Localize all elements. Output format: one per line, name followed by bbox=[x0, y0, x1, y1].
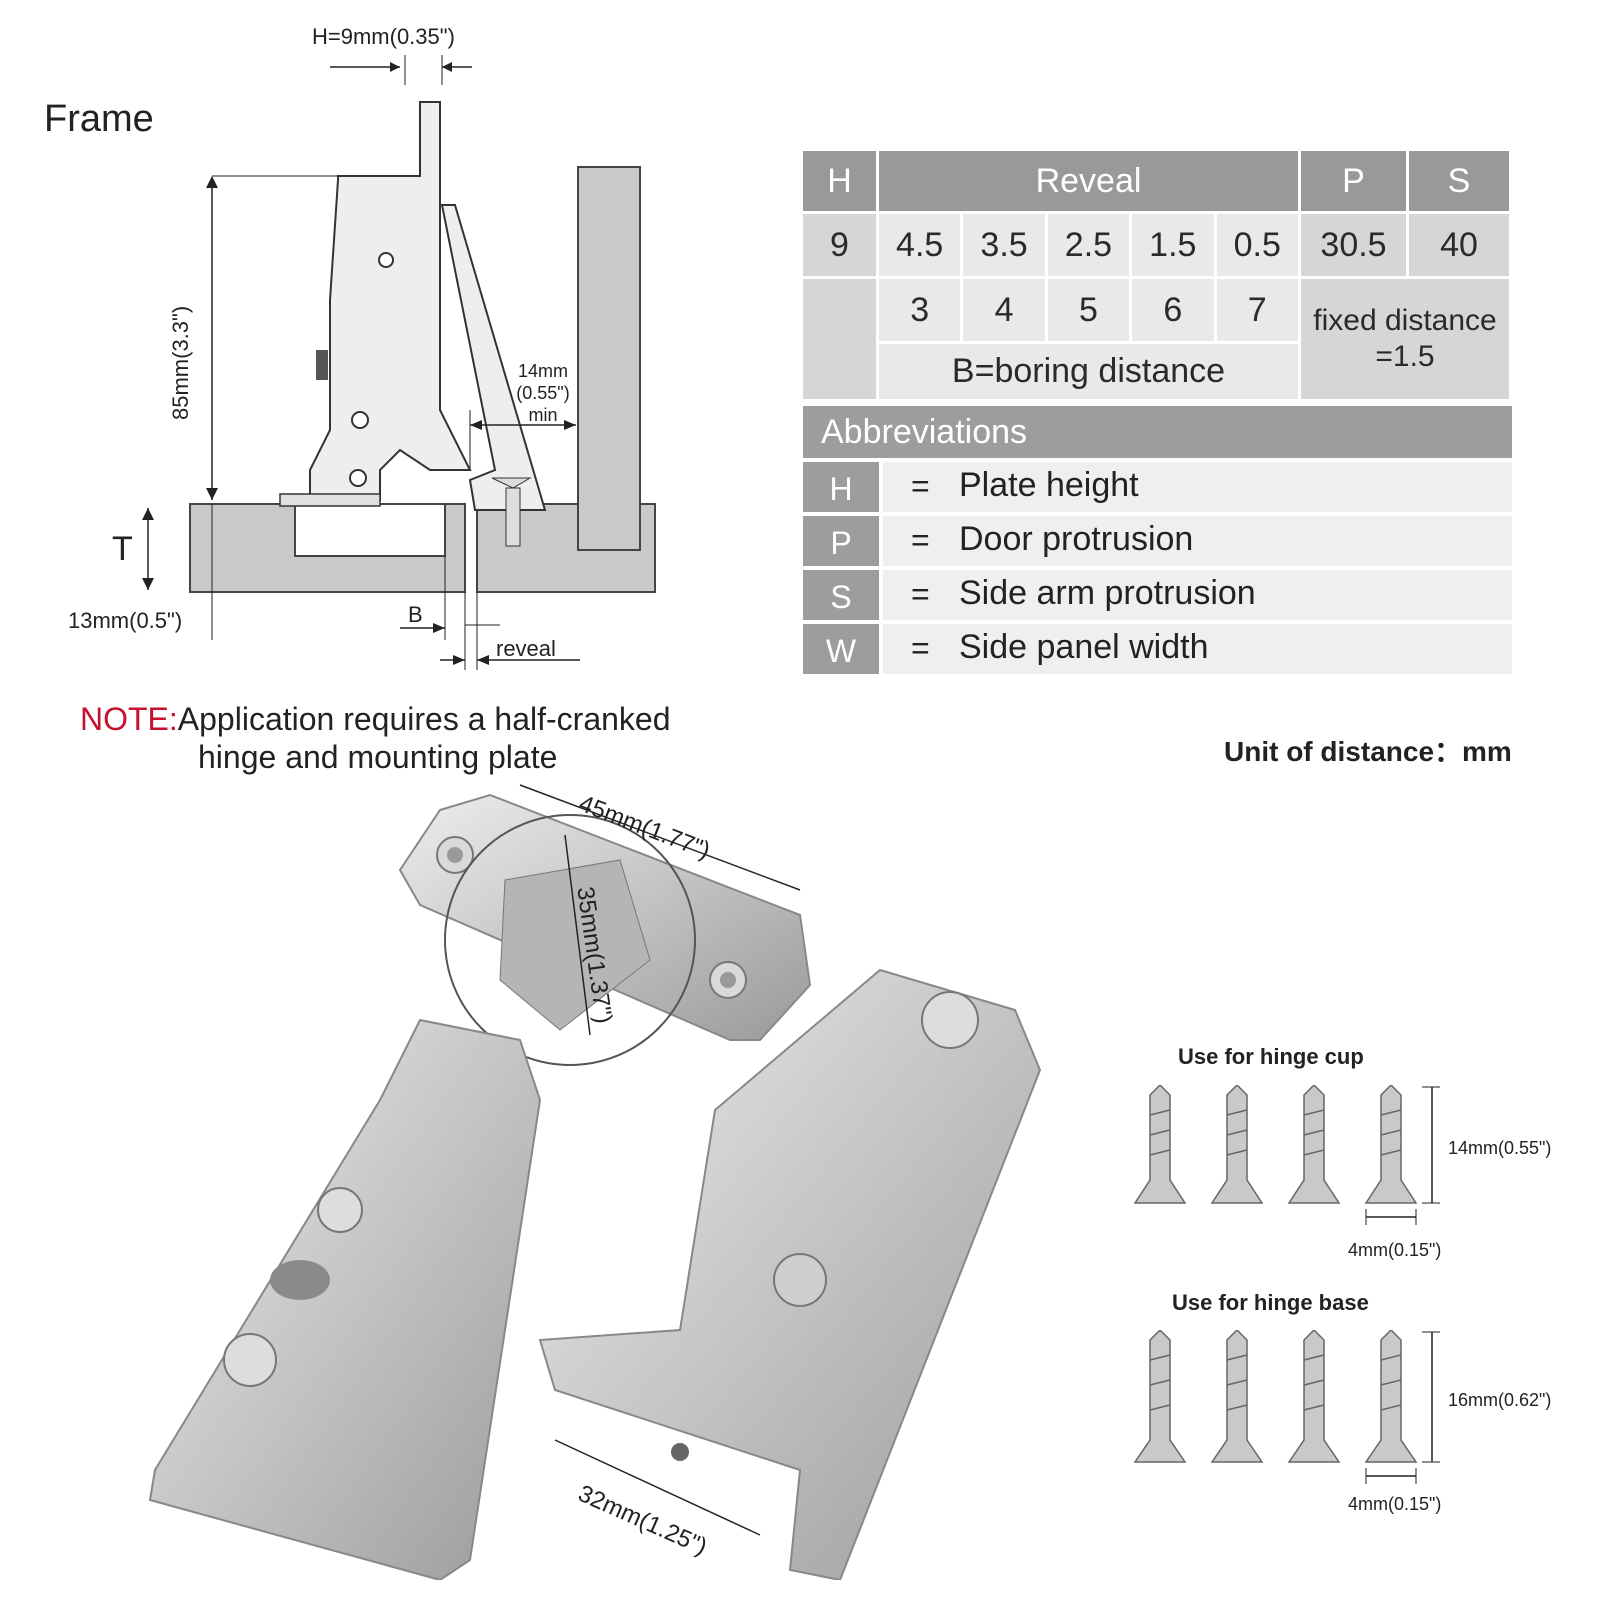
equals-sign: = bbox=[911, 576, 930, 612]
base-screw-width: 4mm(0.15") bbox=[1348, 1494, 1442, 1514]
screws-cup-title: Use for hinge cup bbox=[1178, 1044, 1364, 1069]
cup-screw-length: 14mm(0.55") bbox=[1448, 1138, 1552, 1158]
hinge-illustration bbox=[148, 784, 1042, 1580]
abbreviation-text: Door protrusion bbox=[959, 520, 1194, 558]
cell-boring: 7 bbox=[1216, 279, 1298, 341]
abbreviation-row: S = Side arm protrusion bbox=[803, 570, 1512, 620]
abbreviation-key: H bbox=[803, 462, 879, 512]
thickness-label: 13mm(0.5") bbox=[68, 608, 183, 633]
base-screw-length: 16mm(0.62") bbox=[1448, 1390, 1552, 1410]
reveal-label: reveal bbox=[496, 636, 556, 661]
cell-reveal: 2.5 bbox=[1047, 214, 1130, 276]
cell-reveal: 1.5 bbox=[1132, 214, 1214, 276]
installation-diagram bbox=[142, 55, 656, 670]
cell-boring: 3 bbox=[879, 279, 961, 341]
header-s: S bbox=[1409, 151, 1509, 211]
cell-reveal: 4.5 bbox=[879, 214, 961, 276]
abbreviation-key: P bbox=[803, 516, 879, 566]
abbreviation-row: W = Side panel width bbox=[803, 624, 1512, 674]
cell-boring-caption: B=boring distance bbox=[879, 344, 1298, 399]
equals-sign: = bbox=[911, 630, 930, 666]
base-screws bbox=[1133, 1330, 1440, 1484]
cell-boring: 6 bbox=[1132, 279, 1214, 341]
cell-reveal: 0.5 bbox=[1216, 214, 1298, 276]
abbreviation-text: Side panel width bbox=[959, 628, 1209, 666]
h-dimension-label: H=9mm(0.35") bbox=[312, 24, 455, 49]
equals-sign: = bbox=[911, 522, 930, 558]
note-prefix: NOTE: bbox=[80, 701, 178, 737]
header-reveal: Reveal bbox=[879, 151, 1298, 211]
cell-p-value: 30.5 bbox=[1301, 214, 1406, 276]
gap-label: 14mm(0.55")min bbox=[516, 361, 570, 425]
cell-boring: 5 bbox=[1047, 279, 1130, 341]
note-line1: Application requires a half-cranked bbox=[177, 701, 671, 737]
cell-reveal: 3.5 bbox=[963, 214, 1045, 276]
frame-label: Frame bbox=[44, 98, 154, 140]
cell-s-value: 40 bbox=[1409, 214, 1509, 276]
cell-boring: 4 bbox=[963, 279, 1045, 341]
spec-table: H Reveal P S 9 4.5 3.5 2.5 1.5 0.5 30.5 … bbox=[800, 148, 1512, 402]
abbreviation-row: H = Plate height bbox=[803, 462, 1512, 512]
abbreviation-key: W bbox=[803, 624, 879, 674]
cell-fixed-distance: fixed distance=1.5 bbox=[1301, 279, 1509, 399]
application-note: NOTE:Application requires a half-cranked… bbox=[80, 700, 671, 776]
unit-of-distance: Unit of distance：mm bbox=[1224, 736, 1512, 767]
t-label: T bbox=[112, 530, 133, 568]
abbreviation-text: Plate height bbox=[959, 466, 1139, 504]
cup-screws bbox=[1133, 1085, 1440, 1225]
cell-h-value: 9 bbox=[803, 214, 876, 276]
b-label: B bbox=[408, 602, 423, 627]
equals-sign: = bbox=[911, 468, 930, 504]
abbreviation-key: S bbox=[803, 570, 879, 620]
header-p: P bbox=[1301, 151, 1406, 211]
abbreviation-text: Side arm protrusion bbox=[959, 574, 1256, 612]
height-dimension-label: 85mm(3.3") bbox=[168, 305, 193, 420]
screws-base-title: Use for hinge base bbox=[1172, 1290, 1369, 1315]
note-line2: hinge and mounting plate bbox=[198, 739, 558, 775]
header-h: H bbox=[803, 151, 876, 211]
abbreviations-title: Abbreviations bbox=[803, 406, 1512, 458]
cup-screw-width: 4mm(0.15") bbox=[1348, 1240, 1442, 1260]
abbreviation-row: P = Door protrusion bbox=[803, 516, 1512, 566]
